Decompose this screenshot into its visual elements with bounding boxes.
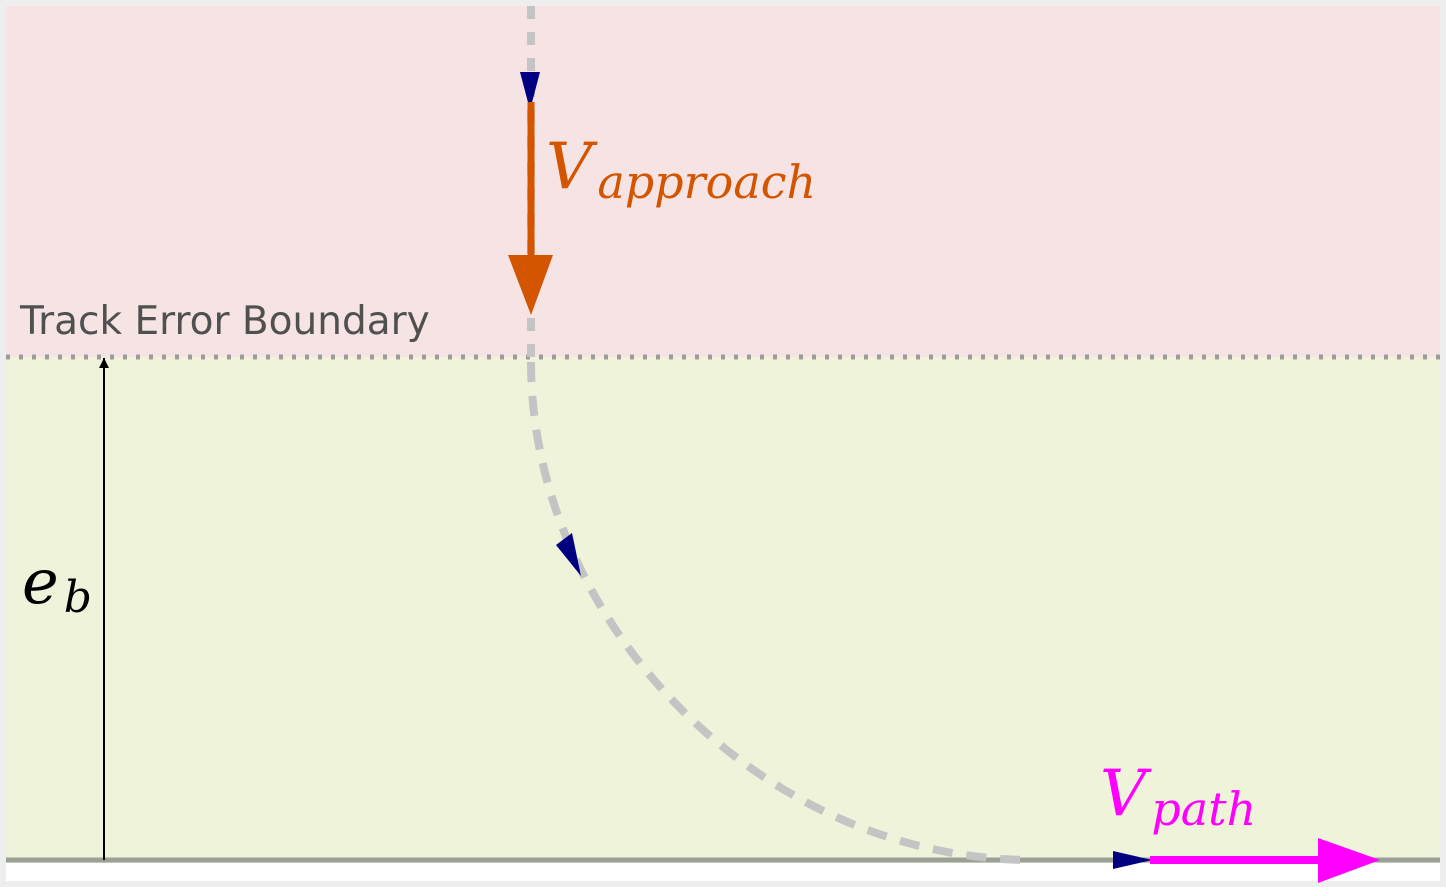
trajectory-direction-marker-top bbox=[520, 72, 540, 110]
bottom-strip bbox=[6, 863, 1440, 881]
eb-label: e b bbox=[22, 545, 92, 623]
inside-boundary-region bbox=[6, 357, 1440, 863]
v-approach-label-main: V bbox=[546, 130, 598, 204]
eb-label-subscript: b bbox=[64, 572, 92, 623]
v-approach-label: V approach bbox=[546, 130, 816, 209]
v-path-label-subscript: path bbox=[1151, 782, 1256, 836]
trajectory-direction-marker-curve bbox=[556, 533, 581, 576]
boundary-label: Track Error Boundary bbox=[19, 299, 430, 344]
v-approach-label-subscript: approach bbox=[597, 155, 816, 209]
path-vector-head bbox=[1318, 838, 1380, 883]
v-path-label: V path bbox=[1100, 757, 1256, 836]
approach-vector-head bbox=[508, 255, 553, 315]
path-direction-marker bbox=[1113, 851, 1152, 869]
outside-boundary-region bbox=[6, 6, 1440, 357]
approach-trajectory-curve bbox=[527, 361, 1034, 864]
v-path-label-main: V bbox=[1100, 757, 1152, 831]
eb-label-main: e bbox=[22, 545, 59, 618]
